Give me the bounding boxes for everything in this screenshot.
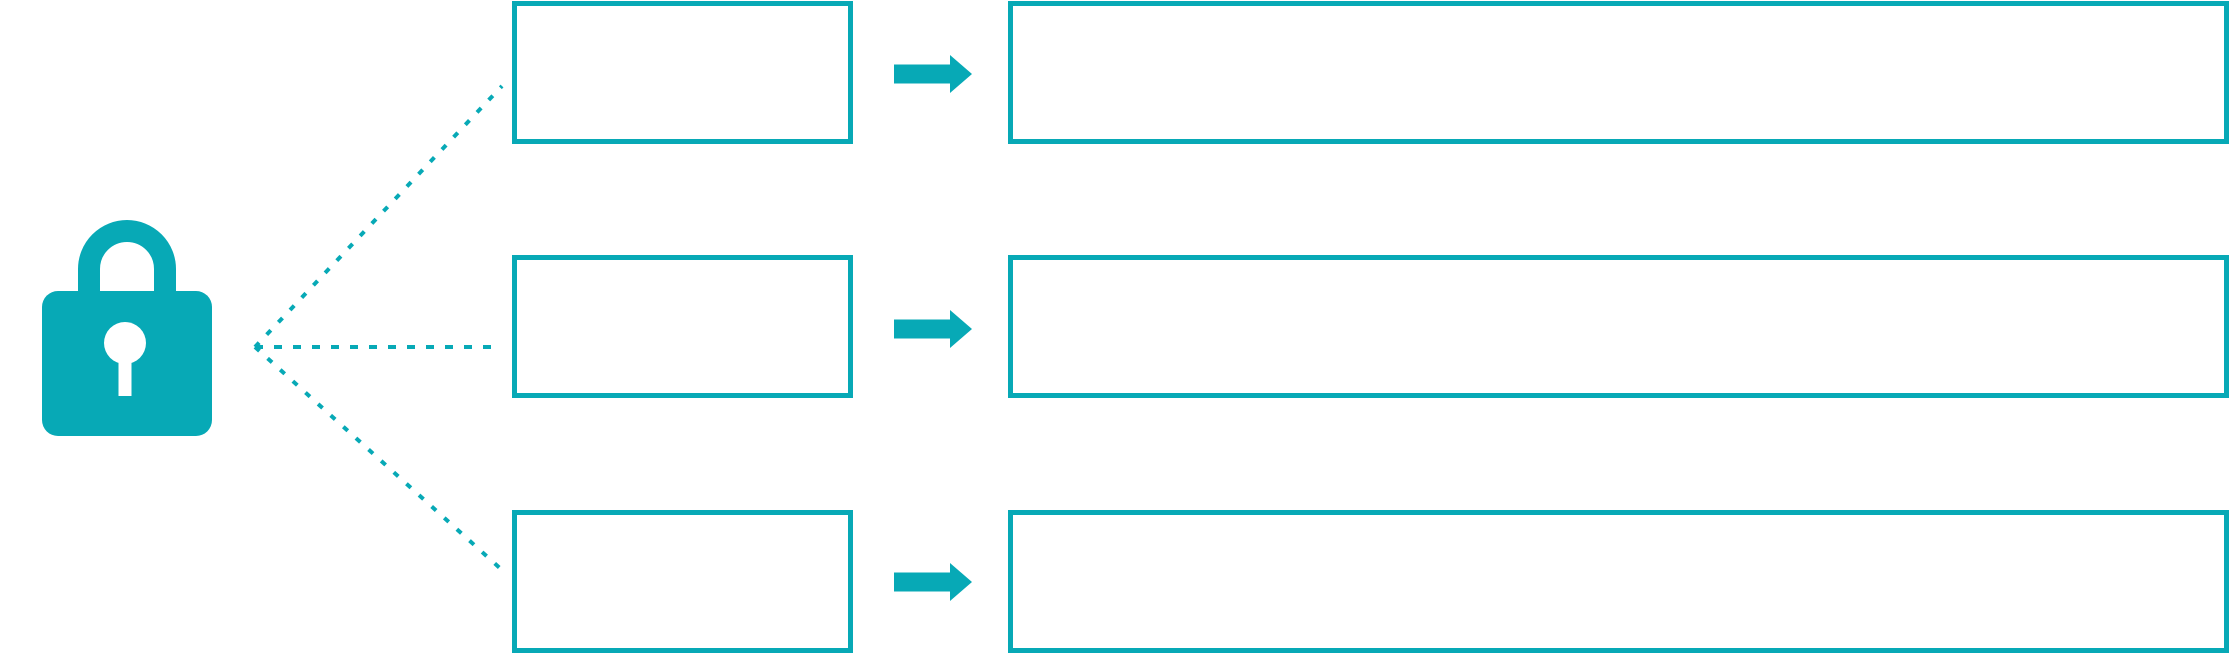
padlock-icon — [42, 220, 212, 436]
arrow-right-icon — [894, 310, 972, 348]
category-box-3 — [512, 510, 853, 653]
detail-box-2 — [1008, 255, 2229, 398]
arrow-right-icon — [894, 55, 972, 93]
detail-box-1 — [1008, 1, 2229, 144]
connector-dotted-line-bottom — [253, 345, 504, 572]
category-box-1 — [512, 1, 853, 144]
connector-dotted-line-top — [253, 84, 504, 349]
category-box-2 — [512, 255, 853, 398]
detail-box-3 — [1008, 510, 2229, 653]
arrow-right-icon — [894, 563, 972, 601]
